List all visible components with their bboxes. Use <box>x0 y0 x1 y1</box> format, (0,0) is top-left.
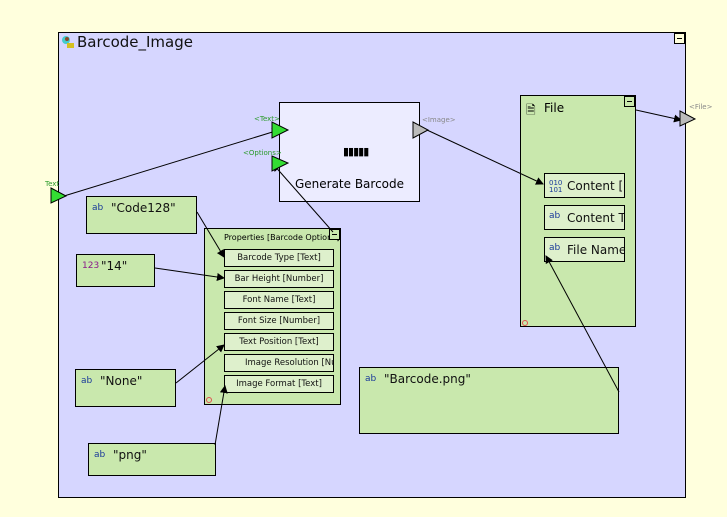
text-literal-icon: ab <box>92 203 104 213</box>
port-workflow-input[interactable] <box>50 187 68 204</box>
file-node-title: File <box>544 101 565 115</box>
wire-none-to-position <box>175 344 225 384</box>
barcode-icon: ▮▮▮▮▮ <box>343 145 369 158</box>
properties-node-title: Properties [Barcode Options] <box>224 233 340 242</box>
text-literal-icon: ab <box>81 376 93 386</box>
text-literal-icon: ab <box>365 374 377 384</box>
collapse-properties-button[interactable] <box>329 229 340 240</box>
wire-image-to-content <box>426 129 544 185</box>
wire-properties-to-options <box>272 163 334 233</box>
port-label-text: <Text> <box>254 115 280 123</box>
wire-code128-to-type <box>196 211 225 258</box>
wire-png-to-format <box>214 385 228 446</box>
collapse-file-button[interactable] <box>624 96 635 107</box>
property-barcode-type[interactable]: Barcode Type [Text] <box>224 249 334 267</box>
literal-14[interactable]: 123 "14" <box>76 254 155 287</box>
literal-barcode-png[interactable]: ab "Barcode.png" <box>359 367 619 434</box>
generate-barcode-node[interactable]: ▮▮▮▮▮ Generate Barcode <box>279 102 420 202</box>
wire-file-to-output <box>635 109 682 123</box>
port-workflow-output[interactable] <box>679 110 697 127</box>
port-label-image: <Image> <box>422 116 456 124</box>
property-font-name[interactable]: Font Name [Text] <box>224 291 334 309</box>
port-text-input[interactable] <box>271 121 290 139</box>
literal-code128[interactable]: ab "Code128" <box>86 196 197 234</box>
port-label-workflow-output: <File> <box>689 103 713 111</box>
literal-none[interactable]: ab "None" <box>75 369 176 407</box>
text-type-icon: ab <box>549 211 561 221</box>
collapse-workflow-button[interactable] <box>674 33 685 44</box>
error-indicator <box>206 397 212 403</box>
port-image-output[interactable] <box>412 121 430 139</box>
port-label-options: <Options> <box>243 149 282 157</box>
file-field-content-type[interactable]: ab Content Type <box>544 205 625 230</box>
number-literal-icon: 123 <box>82 261 100 271</box>
property-font-size[interactable]: Font Size [Number] <box>224 312 334 330</box>
port-options-input[interactable] <box>271 155 290 172</box>
port-label-workflow-input: Text <box>45 180 60 188</box>
property-image-format[interactable]: Image Format [Text] <box>224 375 334 393</box>
workflow-icon <box>62 36 74 48</box>
property-text-position[interactable]: Text Position [Text] <box>224 333 334 351</box>
error-indicator <box>522 320 528 326</box>
text-literal-icon: ab <box>94 450 106 460</box>
workflow-title: Barcode_Image <box>77 33 193 51</box>
wire-filename-to-name <box>545 255 620 393</box>
literal-png[interactable]: ab "png" <box>88 443 216 476</box>
wire-input-to-text <box>63 128 280 197</box>
file-field-file-name[interactable]: ab File Name <box>544 237 625 262</box>
properties-node[interactable]: Properties [Barcode Options] Barcode Typ… <box>204 228 341 405</box>
generate-barcode-label: Generate Barcode <box>294 177 405 191</box>
text-type-icon: ab <box>549 243 561 253</box>
property-image-resolution[interactable]: Image Resolution [Number] <box>224 354 334 372</box>
wire-14-to-height <box>154 267 225 281</box>
document-icon: 🗎 <box>526 103 536 117</box>
